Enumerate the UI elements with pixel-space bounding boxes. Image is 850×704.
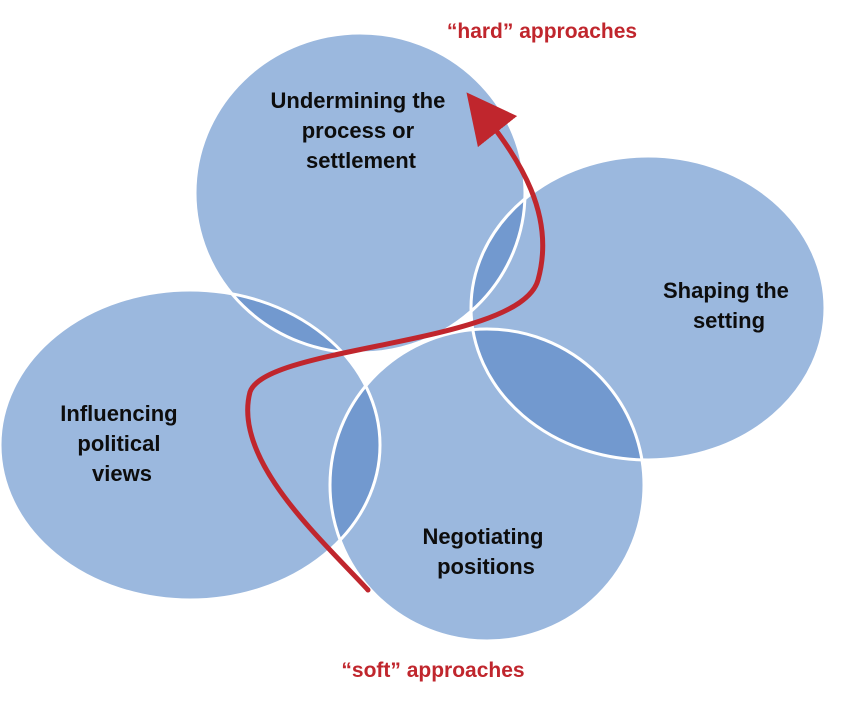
overlap-shaping-negotiating <box>471 329 644 460</box>
label-undermining: Undermining the process or settlement <box>271 88 452 173</box>
label-shaping: Shaping the setting <box>663 278 795 333</box>
circle-undermining <box>195 33 525 353</box>
soft-to-hard-curve <box>245 92 546 593</box>
outline-shaping <box>469 154 827 462</box>
soft-approaches-label: “soft” approaches <box>341 659 524 682</box>
label-negotiating: Negotiating positions <box>422 524 549 579</box>
outline-undermining <box>193 31 527 355</box>
hard-approaches-label: “hard” approaches <box>447 20 637 43</box>
label-influencing: Influencing political views <box>60 401 183 486</box>
outline-negotiating <box>328 327 646 643</box>
outline-influencing <box>0 288 382 602</box>
